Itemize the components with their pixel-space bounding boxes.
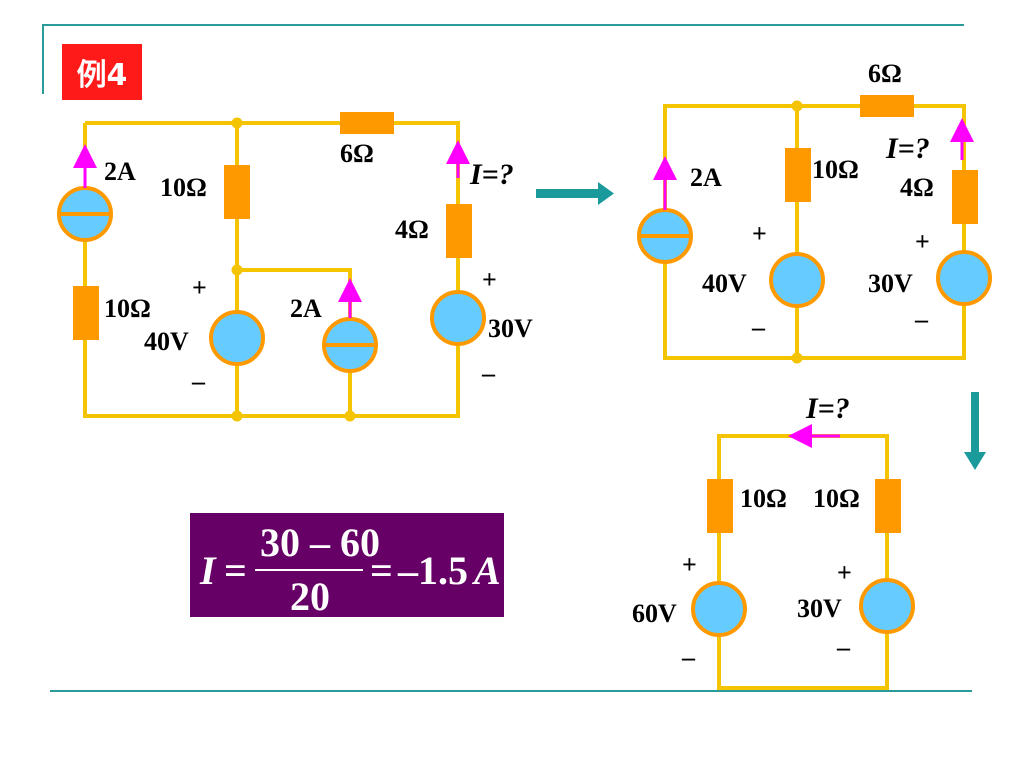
current-source-2a-mid-icon (322, 317, 378, 373)
label-10ohm-left: 10Ω (740, 484, 787, 513)
arrow-down-icon (964, 392, 986, 470)
label-plus-30v: + (915, 227, 930, 256)
resistor-10ohm (785, 148, 811, 202)
fraction-bar (255, 569, 363, 571)
formula-box: I = 30 – 60 20 = –1.5 A (190, 513, 504, 619)
circuit-2-sources (637, 208, 992, 308)
top-divider (44, 24, 964, 26)
circuit-1-current-arrows (73, 140, 470, 318)
label-4ohm: 4Ω (395, 215, 429, 244)
label-30v: 30V (488, 314, 533, 343)
formula-numerator: 30 – 60 (260, 520, 380, 565)
label-40v: 40V (702, 269, 747, 298)
circuit-3-labels: I=? 10Ω 10Ω + 60V – + 30V – (632, 392, 860, 672)
formula-equals-1: = (224, 548, 247, 593)
label-10ohm: 10Ω (812, 155, 859, 184)
label-minus-30v: – (836, 633, 851, 662)
label-6ohm: 6Ω (868, 59, 902, 88)
formula-unit: A (474, 548, 501, 593)
resistor-10ohm-right (875, 479, 901, 533)
example-tag: 例4 (62, 44, 142, 100)
label-plus-40v: + (192, 273, 207, 302)
voltage-source-40v-icon (769, 252, 825, 308)
voltage-source-30v-icon (430, 290, 486, 346)
label-current-unknown: I=? (885, 132, 930, 165)
circuit-2-current-arrows (653, 118, 974, 210)
voltage-source-60v-icon (691, 581, 747, 637)
bottom-divider (50, 690, 972, 692)
circuit-2-labels: 6Ω I=? 2A 10Ω 4Ω + 40V – + 30V – (690, 59, 934, 342)
label-30v: 30V (797, 594, 842, 623)
circuit-3-wires (717, 434, 889, 690)
label-2a-mid: 2A (290, 294, 322, 323)
voltage-source-40v-icon (209, 310, 265, 366)
label-current-unknown: I=? (805, 392, 850, 425)
label-minus-40v: – (191, 367, 206, 396)
resistor-6ohm (340, 112, 394, 134)
circuit-3-resistors (707, 479, 901, 533)
label-plus-60v: + (682, 550, 697, 579)
circuit-2-nodes (791, 100, 803, 364)
resistor-10ohm-mid (224, 165, 250, 219)
current-source-2a-icon (637, 208, 693, 264)
label-4ohm: 4Ω (900, 173, 934, 202)
label-plus-40v: + (752, 219, 767, 248)
label-current-unknown: I=? (469, 158, 514, 191)
current-source-2a-left-icon (57, 186, 113, 242)
label-10ohm-left: 10Ω (104, 294, 151, 323)
label-plus-30v: + (837, 558, 852, 587)
resistor-4ohm (952, 170, 978, 224)
resistor-10ohm-left (73, 286, 99, 340)
arrow-right-icon (536, 182, 614, 205)
label-minus-30v: – (914, 305, 929, 334)
circuit-1-resistors (73, 112, 472, 340)
label-30v: 30V (868, 269, 913, 298)
formula-lhs: I (200, 548, 216, 593)
label-plus-30v: + (482, 265, 497, 294)
circuit-1-sources (57, 186, 486, 373)
resistor-10ohm-left (707, 479, 733, 533)
label-minus-40v: – (751, 313, 766, 342)
resistor-6ohm (860, 95, 914, 117)
formula-equals-2: = (370, 548, 393, 593)
label-minus-60v: – (681, 643, 696, 672)
resistor-4ohm (446, 204, 472, 258)
label-40v: 40V (144, 327, 189, 356)
formula-denominator: 20 (290, 574, 330, 619)
label-10ohm-right: 10Ω (813, 484, 860, 513)
label-2a-left: 2A (104, 157, 136, 186)
formula-result: –1.5 (398, 548, 468, 593)
label-60v: 60V (632, 599, 677, 628)
label-10ohm-mid: 10Ω (160, 173, 207, 202)
circuit-1-labels: 2A 10Ω 6Ω I=? 4Ω + 10Ω 2A 40V – + 30V – (104, 139, 533, 396)
circuit-1-wires (83, 121, 460, 418)
left-accent-line (42, 24, 44, 94)
label-minus-30v: – (481, 359, 496, 388)
circuit-2-resistors (785, 95, 978, 224)
label-2a: 2A (690, 163, 722, 192)
voltage-source-30v-icon (859, 578, 915, 634)
circuit-3-sources (691, 578, 915, 637)
circuit-1-nodes (231, 117, 356, 422)
voltage-source-30v-icon (936, 250, 992, 306)
label-6ohm: 6Ω (340, 139, 374, 168)
